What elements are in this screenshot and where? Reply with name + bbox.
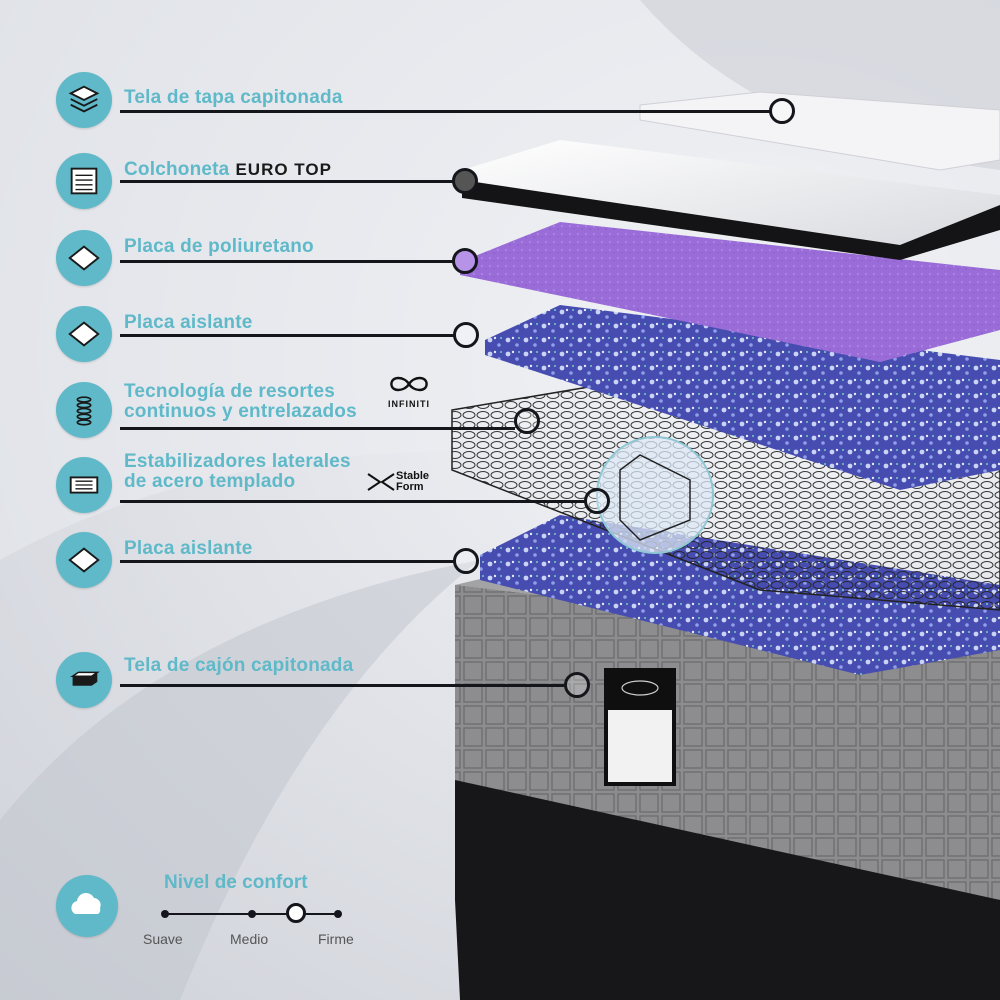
layer-label-euro-top: Colchoneta EURO TOP xyxy=(124,160,332,179)
foam-sheet-icon xyxy=(56,306,112,362)
comfort-level-title: Nivel de confort xyxy=(164,872,308,893)
stabilizer-icon xyxy=(56,457,112,513)
comfort-scale-knob[interactable] xyxy=(286,903,306,923)
comfort-level-firm: Firme xyxy=(318,931,354,947)
hotspot-top-fabric[interactable] xyxy=(769,98,795,124)
layers-icon xyxy=(56,72,112,128)
infiniti-logo: INFINITI xyxy=(378,374,440,409)
comfort-level-medium: Medio xyxy=(230,931,269,947)
leader-line-euro-top xyxy=(120,180,453,183)
layer-label-stabilizers: Estabilizadores laterales de acero templ… xyxy=(124,452,351,492)
leader-line-top-fabric xyxy=(120,110,772,113)
pillow-top-icon xyxy=(56,153,112,209)
hotspot-insulating-upper[interactable] xyxy=(453,322,479,348)
layer-label-springs-line2: continuos y entrelazados xyxy=(124,401,357,422)
layer-label-box-fabric: Tela de cajón capitonada xyxy=(124,655,354,676)
layer-label-stabilizers-line1: Estabilizadores laterales xyxy=(124,451,351,472)
layer-label-insulating-lower: Placa aislante xyxy=(124,538,253,559)
hotspot-stabilizers[interactable] xyxy=(584,488,610,514)
stable-form-logo: Stable Form xyxy=(366,470,429,494)
layer-label-top-fabric: Tela de tapa capitonada xyxy=(124,87,343,108)
comfort-level-soft: Suave xyxy=(143,931,183,947)
stable-form-icon xyxy=(367,473,395,491)
leader-line-stabilizers xyxy=(120,500,585,503)
hotspot-polyurethane[interactable] xyxy=(452,248,478,274)
leader-line-box-fabric xyxy=(120,684,565,687)
layer-label-springs: Tecnología de resortes continuos y entre… xyxy=(124,382,357,422)
comfort-scale-stop-soft[interactable] xyxy=(161,910,169,918)
hotspot-box-fabric[interactable] xyxy=(564,672,590,698)
hotspot-insulating-lower[interactable] xyxy=(453,548,479,574)
insulating-foam-lower xyxy=(480,515,1000,675)
layer-label-euro-top-text: Colchoneta xyxy=(124,159,230,180)
stable-form-text-2: Form xyxy=(396,481,424,493)
spring-icon xyxy=(56,382,112,438)
layer-label-springs-line1: Tecnología de resortes xyxy=(124,381,335,402)
infiniti-logo-text: INFINITI xyxy=(388,399,430,409)
foam-sheet-icon xyxy=(56,532,112,588)
box-base-icon xyxy=(56,652,112,708)
hotspot-springs[interactable] xyxy=(514,408,540,434)
leader-line-insulating-lower xyxy=(120,560,455,563)
foam-sheet-icon xyxy=(56,230,112,286)
leader-line-polyurethane xyxy=(120,260,453,263)
leader-line-insulating-upper xyxy=(120,334,455,337)
hotspot-euro-top[interactable] xyxy=(452,168,478,194)
layer-label-insulating-upper: Placa aislante xyxy=(124,312,253,333)
stable-form-text-1: Stable xyxy=(396,470,430,482)
leader-line-springs xyxy=(120,427,515,430)
polyurethane-foam xyxy=(460,222,1000,362)
stabilizer-zoom xyxy=(596,436,714,554)
comfort-scale-stop-firm[interactable] xyxy=(334,910,342,918)
cloud-icon xyxy=(56,875,118,937)
comfort-scale-stop-medium[interactable] xyxy=(248,910,256,918)
layer-label-stabilizers-line2: de acero templado xyxy=(124,471,296,492)
euro-top xyxy=(462,140,1000,260)
layer-label-polyurethane: Placa de poliuretano xyxy=(124,236,314,257)
euro-top-brand: EURO TOP xyxy=(235,160,332,179)
